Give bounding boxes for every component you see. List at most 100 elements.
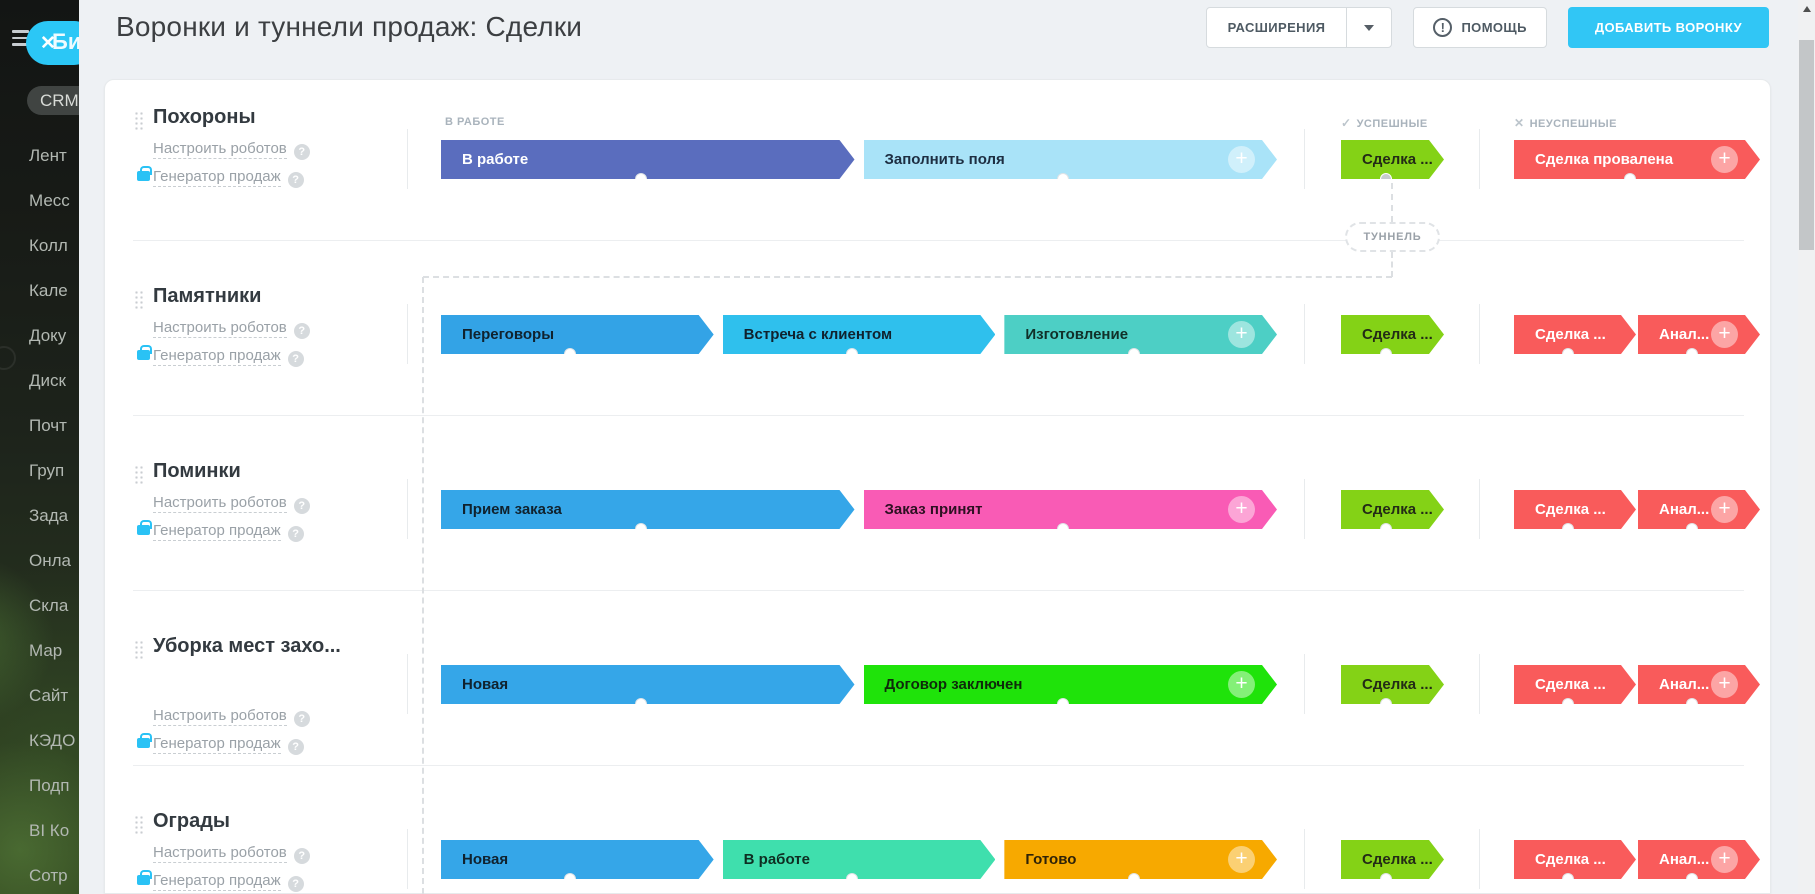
sales-generator-link[interactable]: Генератор продаж? [137,870,304,892]
sidebar-item[interactable]: Груп [29,461,65,480]
add-stage-icon[interactable]: + [1711,321,1738,348]
menu-icon[interactable] [12,30,29,46]
add-stage-icon[interactable]: + [1228,846,1255,873]
help-question-icon[interactable]: ? [287,526,304,542]
sidebar-item[interactable]: Скла [29,596,69,615]
configure-robots-link[interactable]: Настроить роботов? [153,494,310,514]
help-question-icon[interactable]: ? [293,144,310,160]
stage[interactable]: Сделка ... [1514,490,1636,529]
stage[interactable]: Сделка ... [1341,665,1444,704]
stage-connector-dot[interactable] [846,348,858,360]
stage-connector-dot[interactable] [1128,348,1140,360]
stage[interactable]: Анал...+ [1638,490,1760,529]
help-question-icon[interactable]: ? [287,876,304,892]
stage-connector-dot[interactable] [1057,173,1069,185]
stage-connector-dot[interactable] [1128,873,1140,885]
sales-generator-link[interactable]: Генератор продаж? [137,733,304,755]
add-stage-icon[interactable]: + [1711,671,1738,698]
stage-connector-dot[interactable] [1562,873,1574,885]
stage[interactable]: Новая [441,840,714,879]
add-stage-icon[interactable]: + [1711,496,1738,523]
sales-generator-link[interactable]: Генератор продаж? [137,520,304,542]
configure-robots-link[interactable]: Настроить роботов? [153,319,310,339]
help-question-icon[interactable]: ? [293,323,310,339]
sidebar-item[interactable]: Сайт [29,686,69,705]
add-stage-icon[interactable]: + [1711,146,1738,173]
stage[interactable]: Сделка ... [1341,140,1444,179]
stage[interactable]: В работе [441,140,855,179]
add-stage-icon[interactable]: + [1228,146,1255,173]
drag-handle-icon[interactable] [134,640,144,659]
help-question-icon[interactable]: ? [293,498,310,514]
stage-connector-dot[interactable] [1686,523,1698,535]
help-question-icon[interactable]: ? [287,351,304,367]
stage-connector-dot[interactable] [1686,873,1698,885]
stage-connector-dot[interactable] [1562,523,1574,535]
stage[interactable]: Встреча с клиентом [723,315,996,354]
close-icon[interactable]: ✕ [40,33,56,54]
add-stage-icon[interactable]: + [1228,321,1255,348]
stage-connector-dot[interactable] [1562,698,1574,710]
drag-handle-icon[interactable] [134,815,144,834]
stage[interactable]: Сделка провалена+ [1514,140,1760,179]
stage[interactable]: Прием заказа [441,490,855,529]
configure-robots-link[interactable]: Настроить роботов? [153,140,310,160]
stage[interactable]: Изготовление+ [1004,315,1277,354]
drag-handle-icon[interactable] [134,111,144,130]
sidebar-item[interactable]: Колл [29,236,68,255]
stage-connector-dot[interactable] [1686,698,1698,710]
stage-connector-dot[interactable] [635,523,647,535]
stage[interactable]: Заказ принят+ [864,490,1278,529]
stage[interactable]: Анал...+ [1638,315,1760,354]
configure-robots-link[interactable]: Настроить роботов? [153,707,310,727]
stage[interactable]: Сделка ... [1514,840,1636,879]
stage-connector-dot[interactable] [635,173,647,185]
sidebar-item[interactable]: КЭДО [29,731,76,750]
sidebar-item[interactable]: Сотр [29,866,68,885]
help-question-icon[interactable]: ? [287,172,304,188]
sidebar-item[interactable]: Онла [29,551,71,570]
stage[interactable]: Сделка ... [1514,315,1636,354]
sales-generator-link[interactable]: Генератор продаж? [137,166,304,188]
page-scrollbar[interactable] [1798,0,1815,894]
stage-connector-dot[interactable] [1380,523,1392,535]
stage-connector-dot[interactable] [1057,523,1069,535]
sales-generator-link[interactable]: Генератор продаж? [137,345,304,367]
stage-connector-dot[interactable] [1562,348,1574,360]
sidebar-item[interactable]: Лент [29,146,67,165]
stage[interactable]: Сделка ... [1341,840,1444,879]
stage-connector-dot[interactable] [1380,698,1392,710]
stage[interactable]: Анал...+ [1638,665,1760,704]
sidebar-item[interactable]: Зада [29,506,69,525]
help-question-icon[interactable]: ? [287,739,304,755]
stage[interactable]: Сделка ... [1341,315,1444,354]
stage-connector-dot[interactable] [1380,873,1392,885]
stage-connector-dot[interactable] [1686,348,1698,360]
add-stage-icon[interactable]: + [1228,671,1255,698]
help-button[interactable]: ! ПОМОЩЬ [1413,7,1547,48]
stage-connector-dot[interactable] [1380,348,1392,360]
messenger-close-bubble[interactable]: Би ✕ [26,21,79,65]
stage-connector-dot[interactable] [564,873,576,885]
help-question-icon[interactable]: ? [293,711,310,727]
stage[interactable]: Сделка ... [1341,490,1444,529]
stage-connector-dot[interactable] [846,873,858,885]
add-funnel-button[interactable]: ДОБАВИТЬ ВОРОНКУ [1567,7,1769,48]
help-question-icon[interactable]: ? [293,848,310,864]
add-stage-icon[interactable]: + [1711,846,1738,873]
scroll-up-arrow-icon[interactable] [1798,0,1815,18]
add-stage-icon[interactable]: + [1228,496,1255,523]
stage[interactable]: Новая [441,665,855,704]
extensions-dropdown-button[interactable] [1347,24,1391,31]
sidebar-item[interactable]: Месс [29,191,70,210]
tunnel-connector-dot[interactable] [1380,173,1392,185]
sidebar-item[interactable]: Почт [29,416,67,435]
stage[interactable]: Сделка ... [1514,665,1636,704]
sidebar-item[interactable]: Мар [29,641,63,660]
scrollbar-thumb[interactable] [1799,40,1814,250]
sidebar-item[interactable]: Кале [29,281,68,300]
sidebar-item[interactable]: Диск [29,371,66,390]
stage[interactable]: Переговоры [441,315,714,354]
sidebar-item-crm-active[interactable]: CRM [27,86,79,115]
sidebar-item[interactable]: Доку [29,326,67,345]
